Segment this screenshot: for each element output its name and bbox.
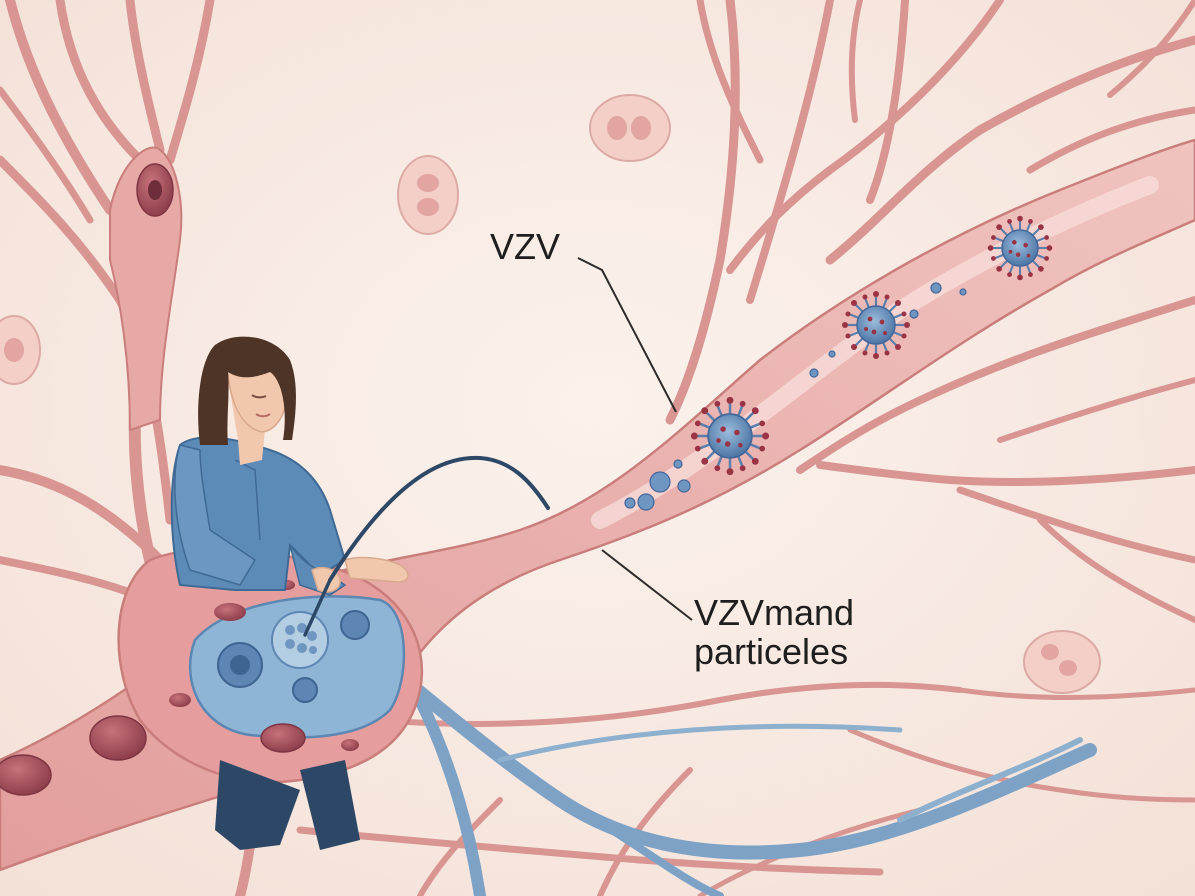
axon-nuclei <box>0 715 306 796</box>
cell-body <box>117 547 424 784</box>
vzv-particles-label: VZVmand particeles <box>694 592 855 672</box>
leader-lines <box>577 257 693 621</box>
vzv-particles-label-line-2: particeles <box>694 630 849 672</box>
vzv-label: VZV <box>490 226 561 267</box>
vzv-leader-line <box>577 257 677 413</box>
particles-leader-line <box>601 549 693 621</box>
scientist-figure <box>170 336 550 850</box>
virus-particles <box>624 214 1054 511</box>
upper-left-dendrite <box>109 146 183 432</box>
vzv-particles-label-line-1: VZVmand <box>694 592 855 633</box>
background-cells <box>0 94 1101 694</box>
blue-fibers <box>373 653 1097 896</box>
